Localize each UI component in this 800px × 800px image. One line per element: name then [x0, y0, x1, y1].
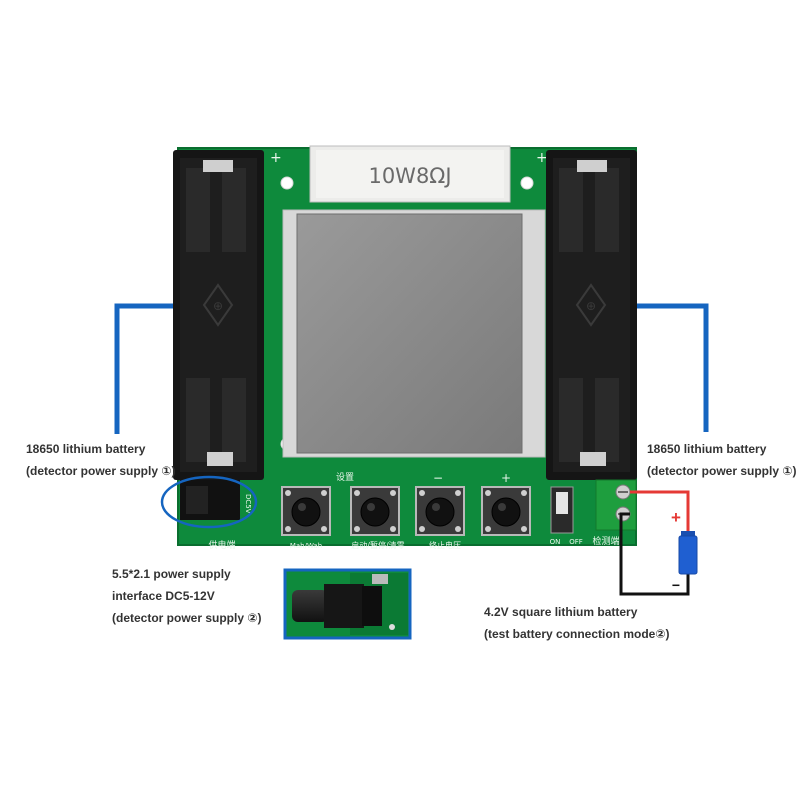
right-battery-label: 18650 lithium battery (detector power su… [647, 438, 797, 482]
test-battery-plus: + [671, 508, 681, 527]
power-resistor: 10W8ΩJ [309, 145, 511, 203]
red-wire [630, 490, 690, 535]
square-line2: (test battery connection mode②) [484, 627, 670, 641]
square-battery-label: 4.2V square lithium battery (test batter… [484, 601, 670, 645]
dc-line3: (detector power supply ②) [112, 611, 262, 625]
right-battery-line2: (detector power supply ①) [647, 464, 797, 478]
holder-mark-right: ⊕ [586, 299, 596, 313]
push-button-icon-3 [415, 486, 465, 536]
left-battery-line1: 18650 lithium battery [26, 442, 146, 456]
holder-mark-left: ⊕ [213, 299, 223, 313]
push-button-icon-1 [281, 486, 331, 536]
left-battery-line2: (detector power supply ①) [26, 464, 176, 478]
push-button-icon-4 [481, 486, 531, 536]
left-battery-label: 18650 lithium battery (detector power su… [26, 438, 176, 482]
mount-hole [280, 176, 294, 190]
btn-bottom-label-2: 启动/暂停/清零 [351, 540, 404, 550]
lcd-screen [296, 213, 523, 454]
dc-jack-highlight [160, 475, 258, 529]
battery-holder-right: ⊕ [546, 150, 637, 480]
dc-supply-label: 5.5*2.1 power supply interface DC5-12V (… [112, 563, 262, 629]
switch-on-label: ON [550, 538, 561, 546]
left-leader-line [114, 303, 185, 434]
right-leader-line [632, 303, 709, 432]
btn-bottom-label-3: 终止电压 [429, 540, 461, 550]
dc-line1: 5.5*2.1 power supply [112, 567, 231, 581]
test-battery-icon [678, 531, 698, 575]
right-battery-line1: 18650 lithium battery [647, 442, 767, 456]
btn-top-label-1: 设置 [336, 472, 354, 483]
test-battery-minus: − [672, 577, 680, 593]
btn-bottom-label-1: Mah/Wah [290, 542, 322, 550]
dc-jack-icon: DC5V [180, 480, 252, 520]
mount-hole [520, 176, 534, 190]
switch-off-label: OFF [569, 538, 583, 546]
square-line1: 4.2V square lithium battery [484, 605, 638, 619]
btn-top-label-3: − [433, 471, 443, 485]
dc-silk: DC5V [244, 494, 252, 514]
btn-top-label-4: + [501, 471, 511, 485]
resistor-label: 10W8ΩJ [368, 164, 451, 188]
dc-jack-inset [283, 568, 412, 640]
screw-terminal-icon [595, 479, 637, 531]
leader-lines [114, 303, 709, 434]
silk-detect-end: 检测端 [592, 535, 619, 547]
silk-plus-right: + [536, 150, 548, 166]
black-wire [619, 512, 690, 596]
push-button-icon-2 [350, 486, 400, 536]
silk-supply-end: 供电端 [208, 539, 235, 551]
battery-holder-left: ⊕ [173, 150, 264, 480]
slide-switch-icon [550, 486, 574, 534]
silk-plus-left: + [270, 150, 282, 166]
dc-line2: interface DC5-12V [112, 589, 215, 603]
